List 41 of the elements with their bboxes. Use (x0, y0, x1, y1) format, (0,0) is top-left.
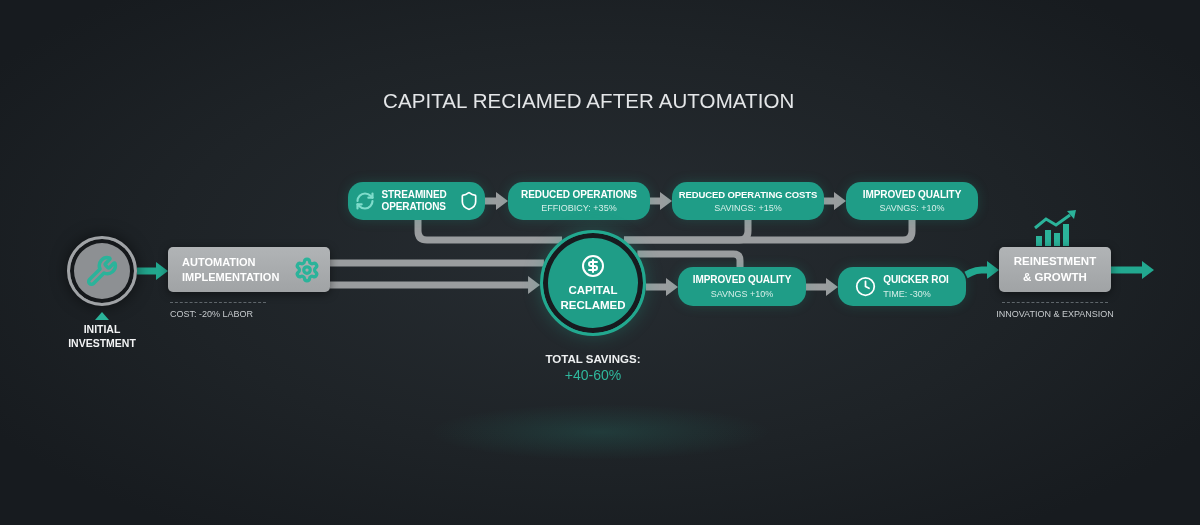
total-label: TOTAL SAVINGS: (545, 353, 641, 365)
node-title: AUTOMATION IMPLEMENTATION (182, 255, 281, 284)
caption-text: INNOVATION & EXPANSION (996, 309, 1114, 319)
node-detail: SAVNGS: +10% (879, 203, 945, 214)
node-title: REINESTMENT & GROWTH (1012, 254, 1098, 285)
arrow (137, 262, 168, 280)
connector-line (637, 250, 744, 267)
arrow (485, 192, 508, 210)
node-label: INITIAL INVESTMENT (67, 323, 137, 351)
process-box (168, 247, 330, 292)
step-box (348, 182, 485, 220)
node-detail: SAVINGS: +15% (714, 202, 782, 213)
arrow (806, 278, 838, 296)
node-title: STREAMINED OPERATIONS (381, 188, 448, 214)
arrow (330, 276, 541, 294)
arrow (645, 278, 678, 296)
node-detail: SAVNGS +10% (710, 288, 774, 299)
diagram-title: CAPITAL RECIAMED AFTER AUTOMATION (383, 89, 795, 113)
step-box (838, 267, 966, 306)
arrow (1111, 261, 1154, 279)
arrow (650, 192, 672, 210)
step-box (672, 182, 824, 220)
node-title: REDUCED OPERATIONS (521, 188, 637, 202)
step-box (846, 182, 978, 220)
caption-text: COST: -20% LABOR (170, 309, 254, 319)
step-box (678, 267, 806, 306)
connector-line (414, 220, 562, 244)
arrow (964, 261, 999, 279)
node-title: IMPROVED QUALITY (692, 274, 792, 287)
connector-line (330, 259, 544, 267)
node-detail: TIME: -30% (883, 288, 931, 299)
node-title: QUICKER ROI (883, 274, 949, 287)
node-detail: EFFIOBICY: +35% (541, 203, 617, 214)
total-value: +40-60% (564, 367, 622, 383)
node-title: IMPROVED QUALITY (862, 188, 962, 202)
step-box (508, 182, 650, 220)
node-title: REDUCED OPERATING COSTS (678, 189, 818, 201)
process-box (999, 247, 1111, 292)
connector-line (624, 220, 916, 244)
arrow (824, 192, 846, 210)
node-title: CAPITAL RECLAMED (559, 282, 627, 313)
